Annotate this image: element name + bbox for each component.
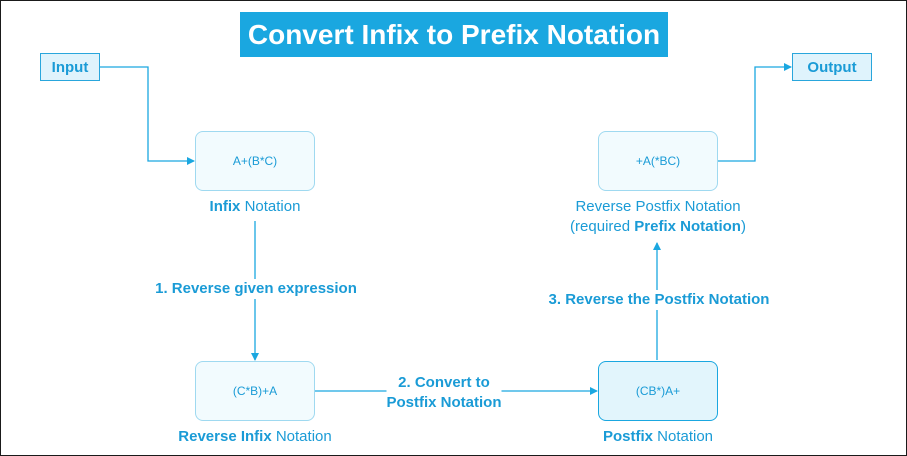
reverse-postfix-caption-line1: Reverse Postfix Notation — [575, 198, 741, 215]
step1-label: 1. Reverse given expression — [155, 279, 357, 299]
reverse-postfix-caption: Reverse Postfix Notation (required Prefi… — [570, 197, 746, 237]
postfix-caption-rest: Notation — [652, 428, 714, 445]
postfix-caption-bold: Postfix — [602, 428, 653, 445]
postfix-node: (CB*)A+ — [598, 361, 718, 421]
output-box: Output — [792, 53, 872, 81]
reverse-postfix-caption-bold: Prefix Notation — [634, 218, 741, 235]
step2-line2: Postfix Notation — [386, 394, 502, 411]
step3-label: 3. Reverse the Postfix Notation — [548, 290, 770, 310]
infix-caption: Infix Notation — [210, 197, 301, 217]
reverse-postfix-caption-line2: (required Prefix Notation) — [570, 217, 746, 237]
postfix-caption: Postfix Notation — [603, 427, 713, 447]
step2-label: 2. Convert to Postfix Notation — [386, 373, 502, 413]
infix-caption-rest: Notation — [240, 198, 301, 215]
reverse-postfix-caption-pre: (required — [570, 218, 635, 235]
input-box: Input — [40, 53, 100, 81]
step2-line1: 2. Convert to — [398, 374, 490, 391]
reverse-infix-node: (C*B)+A — [195, 361, 315, 421]
reverse-postfix-node: +A(*BC) — [598, 131, 718, 191]
connector-reverse-postfix-to-output — [717, 63, 792, 162]
connector-input-to-infix — [100, 66, 195, 165]
reverse-infix-caption-rest: Notation — [271, 428, 332, 445]
reverse-postfix-caption-post: ) — [740, 218, 746, 235]
infix-node: A+(B*C) — [195, 131, 315, 191]
diagram-title: Convert Infix to Prefix Notation — [240, 12, 668, 57]
reverse-infix-caption: Reverse Infix Notation — [178, 427, 331, 447]
reverse-infix-caption-bold: Reverse Infix — [178, 428, 272, 445]
infix-caption-bold: Infix — [209, 198, 241, 215]
